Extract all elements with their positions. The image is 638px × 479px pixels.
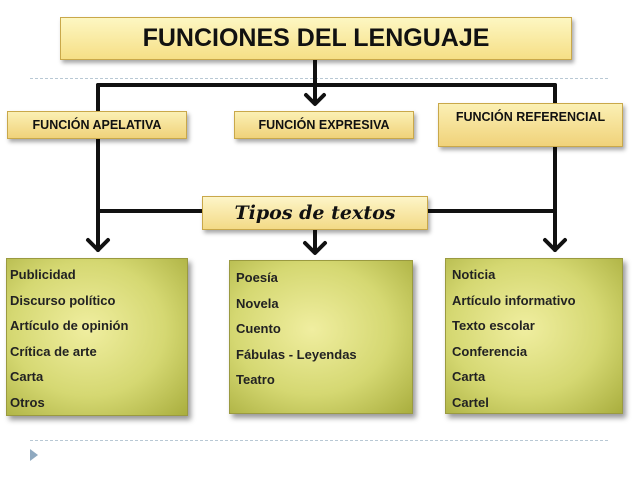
- text-list-apelativa: Publicidad Discurso político Artículo de…: [6, 258, 188, 416]
- arrowhead-expresiva: [304, 93, 326, 106]
- list-item: Carta: [10, 369, 44, 384]
- text-list-referencial: Noticia Artículo informativo Texto escol…: [445, 258, 623, 414]
- list-item: Artículo informativo: [452, 292, 576, 308]
- diagram-title: FUNCIONES DEL LENGUAJE: [60, 17, 572, 60]
- list-item: Publicidad: [10, 267, 76, 282]
- list-item: Conferencia: [452, 343, 528, 359]
- function-box-apelativa: FUNCIÓN APELATIVA: [7, 111, 187, 139]
- list-item: Carta: [452, 369, 486, 384]
- function-box-expresiva: FUNCIÓN EXPRESIVA: [234, 111, 414, 139]
- arrowhead-right-list: [543, 238, 567, 252]
- list-item: Cuento: [236, 321, 281, 336]
- tipos-de-textos-label: Tipos de textos: [202, 196, 428, 230]
- list-item: Fábulas - Leyendas: [236, 346, 357, 362]
- text-list-expresiva: Poesía Novela Cuento Fábulas - Leyendas …: [229, 260, 413, 414]
- list-item: Artículo de opinión: [10, 318, 129, 333]
- function-box-referencial: FUNCIÓN REFERENCIAL: [438, 103, 623, 147]
- top-divider-line: [30, 78, 608, 79]
- slide-bullet-icon: [30, 449, 38, 461]
- bottom-divider-line: [30, 440, 608, 441]
- arrowhead-center-list: [303, 241, 327, 255]
- list-item: Novela: [236, 295, 279, 311]
- list-item: Texto escolar: [452, 318, 535, 333]
- list-item: Noticia: [452, 267, 496, 282]
- list-item: Otros: [10, 394, 45, 410]
- list-item: Teatro: [236, 372, 275, 387]
- list-item: Poesía: [236, 270, 278, 285]
- list-item: Crítica de arte: [10, 343, 97, 359]
- arrowhead-left-list: [86, 238, 110, 252]
- list-item: Discurso político: [10, 292, 116, 308]
- list-item: Cartel: [452, 394, 489, 410]
